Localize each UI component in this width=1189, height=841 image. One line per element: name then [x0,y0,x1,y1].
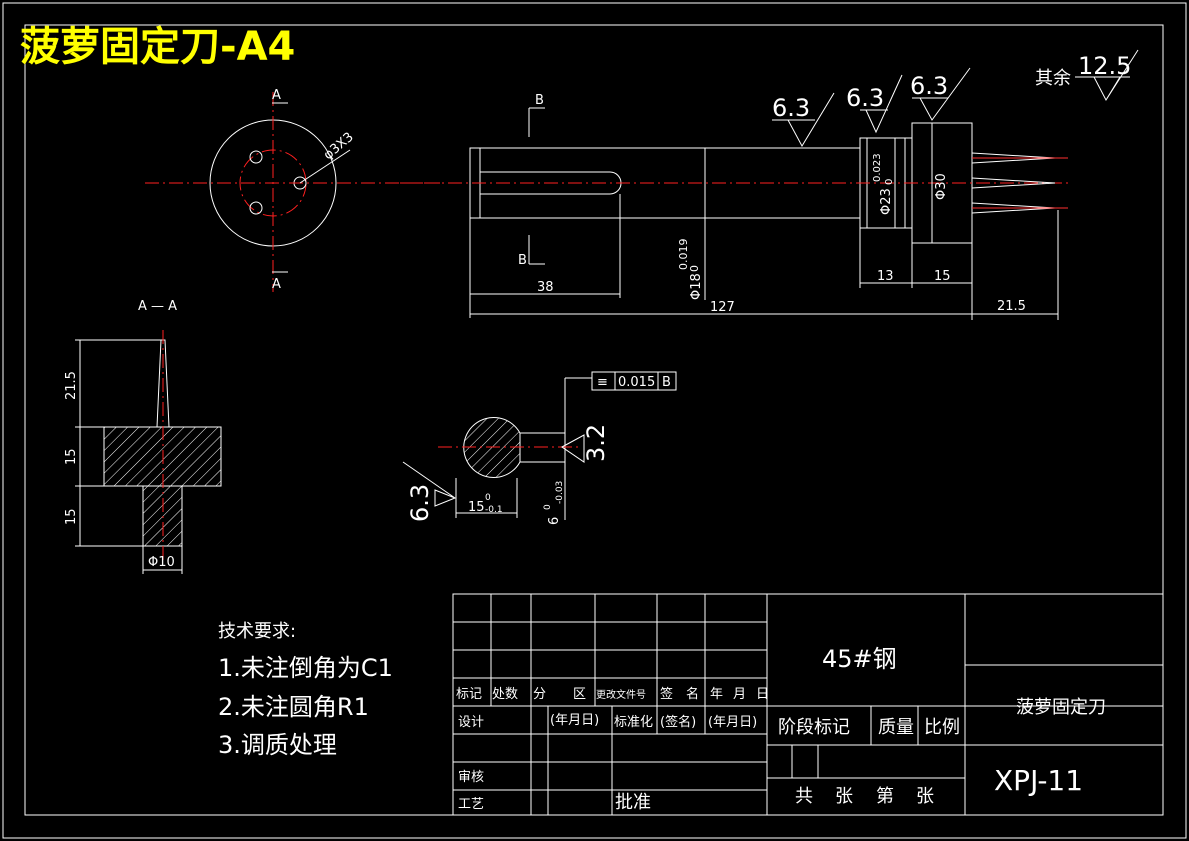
dim-127: 127 [710,300,735,315]
hdr-year: 年 [710,687,723,702]
mass-label: 质量 [878,717,914,738]
dim-21-5-top: 21.5 [997,299,1026,314]
sheets-unit-1: 张 [835,786,853,807]
key-dim-15: 15 [468,500,485,515]
key-dim-15-tol: 0 [485,493,491,503]
shaft-view [400,107,1070,320]
side-dim-dia-10: Φ10 [148,555,175,570]
row-design-date: (年月日) [550,713,599,728]
hdr-sign: 签 [660,686,673,702]
dim-13: 13 [877,269,894,284]
review-label: 审核 [458,770,484,785]
tech-item-1: 1.未注倒角为C1 [218,654,393,682]
dim-dia-30: Φ30 [934,173,949,200]
drawing-title: 菠萝固定刀-A4 [20,24,295,70]
roughness-symbol-3 [912,67,971,121]
hdr-count: 处数 [492,687,518,702]
row-design: 设计 [458,715,484,730]
key-dim-6-tol-low: -0.03 [555,481,565,504]
approve-label: 批准 [615,792,651,813]
part-name: 菠萝固定刀 [1016,697,1106,718]
section-mark-b-top: B [535,93,544,108]
tech-heading: 技术要求: [218,621,296,642]
section-mark-b-bottom: B [518,253,527,268]
hole-dimension: φ3X3 [321,130,357,163]
sheets-unit-2: 张 [916,786,934,807]
tech-item-3: 3.调质处理 [218,731,337,759]
roughness-1: 6.3 [772,94,810,122]
dim-dia-23-tol-low: 0 [884,179,895,185]
side-dim-21-5: 21.5 [64,371,79,400]
roughness-other-symbol [1075,49,1139,102]
dim-dia-18-tol: 0.019 [677,239,690,271]
section-mark-a-top: A [272,88,281,103]
title-block-grid [452,593,1164,816]
process-label: 工艺 [458,797,484,812]
hdr-day: 日 [756,687,769,702]
section-bb-view [402,371,677,520]
sheets-total: 共 [795,786,813,807]
hdr-month: 月 [733,687,746,702]
roughness-4: 3.2 [582,424,610,462]
roughness-symbol-2 [860,74,903,134]
tolerance-symbol: ≡ [597,375,608,390]
section-aa-view [75,330,222,574]
row-standardize: 标准化 [614,715,653,730]
dim-dia-23-tol: 0.023 [872,153,883,182]
dim-dia-23: Φ23 [879,188,894,215]
roughness-2: 6.3 [846,84,884,112]
tolerance-value: 0.015 [618,375,655,390]
row-signature: (签名) [660,714,696,730]
section-mark-a-bottom: A [272,277,281,292]
scale-label: 比例 [924,717,960,738]
tolerance-datum: B [662,375,671,390]
roughness-symbol-1 [772,92,835,148]
hdr-mark: 标记 [456,687,482,702]
dim-38: 38 [537,280,554,295]
sheets-current: 第 [876,786,894,807]
hdr-change-doc: 更改文件号 [596,688,646,701]
key-dim-15-tol-low: -0.1 [485,505,503,515]
side-dim-15a: 15 [64,448,79,465]
hdr-div: 分 [533,687,546,702]
roughness-other-label: 其余 [1035,68,1071,89]
inner-border [24,24,1164,816]
tech-item-2: 2.未注圆角R1 [218,693,369,721]
dim-dia-18-tol-low: 0 [688,265,701,272]
roughness-other-value: 12.5 [1078,52,1131,80]
material-label: 45#钢 [822,645,897,673]
key-dim-6: 6 [547,517,562,525]
hdr-zone: 区 [573,687,586,702]
end-view [145,92,440,292]
roughness-5: 6.3 [406,484,434,522]
section-label-aa: A — A [138,299,177,314]
side-dim-15b: 15 [64,508,79,525]
stage-mark-label: 阶段标记 [778,717,850,738]
key-dim-6-tol: 0 [543,504,553,510]
drawing-number: XPJ-11 [994,764,1083,797]
dim-dia-18: Φ18 [689,273,704,300]
roughness-3: 6.3 [910,72,948,100]
row-date: (年月日) [708,715,757,730]
hdr-name: 名 [686,686,699,702]
dim-15-top: 15 [934,269,951,284]
